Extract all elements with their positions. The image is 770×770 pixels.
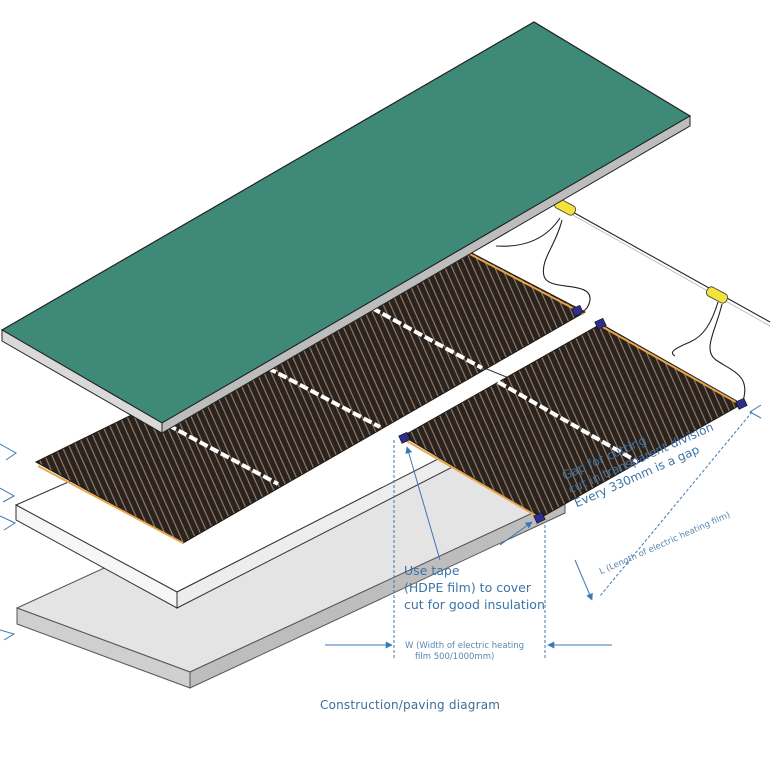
width-note: W (Width of electric heating film 500/10… [405, 641, 524, 663]
tape-pointer [405, 446, 441, 561]
tape-note-line: cut for good insulation [404, 597, 545, 612]
diagram-caption: Construction/paving diagram [320, 698, 501, 712]
length-dimension [574, 411, 753, 601]
base-board [15, 434, 567, 689]
floor-board [0, 21, 692, 434]
width-note-line: film 500/1000mm) [415, 652, 495, 662]
heating-film-right [402, 323, 744, 519]
width-note-line: W (Width of electric heating [405, 641, 525, 651]
cut-gap-3 [371, 306, 483, 370]
tape-note-line: (HDPE film) to cover [404, 580, 531, 595]
wiring [495, 205, 770, 405]
connector-icon [398, 304, 748, 524]
tape-note-line: Use tape [404, 563, 460, 578]
cut-gap-4 [497, 380, 639, 464]
cut-gap-1 [167, 423, 279, 486]
cut-gap-2 [267, 366, 381, 429]
width-dimension [325, 440, 612, 660]
gap-pointer [499, 521, 533, 546]
wire-clip-icon [705, 286, 729, 304]
edge-arrows [0, 404, 762, 641]
tape-note: Use tape (HDPE film) to cover cut for go… [404, 562, 545, 613]
